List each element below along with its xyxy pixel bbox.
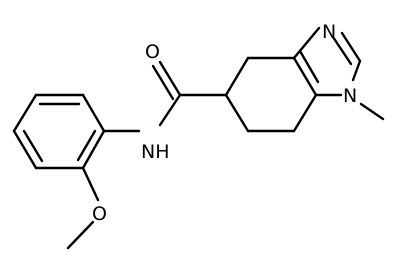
bond-ar1-ar2 [81, 93, 106, 133]
amide-nitrogen-label: NH [141, 141, 170, 163]
tetrahydro-ring [224, 56, 318, 133]
methoxyphenyl-ring [12, 93, 106, 170]
bond-ar4-ar5-inner [22, 129, 44, 163]
bond-ar6-ar1-inner [76, 129, 97, 162]
bond-ar3-ar4 [12, 93, 38, 133]
imidazole-n3-label: N [322, 21, 336, 43]
bond-carbonyl-o-outer [158, 60, 182, 97]
bond-c3a-c7a-inner [298, 49, 320, 84]
carbonyl-oxygen-label: O [145, 41, 160, 63]
bond-nh-carbonyl [158, 93, 182, 127]
methoxy-group: O [66, 166, 107, 250]
imidazole-n1-label: N [343, 85, 357, 107]
bond-n3-c2-inner [331, 35, 353, 66]
bond-c3a-c7a [292, 56, 318, 97]
bond-omethoxy-ch3 [66, 220, 95, 250]
amide-group: NH O [102, 41, 228, 163]
bond-c5-c4 [224, 56, 250, 97]
bond-ar4-ar5 [12, 129, 38, 170]
bond-c3a-n3 [292, 26, 321, 60]
bond-carbonyl-o-inner [151, 64, 175, 101]
bond-n1-methyl [359, 102, 385, 121]
bond-c7a-c7 [292, 93, 318, 133]
bond-ar6-ar1 [81, 129, 106, 170]
methoxy-oxygen-label: O [92, 203, 107, 225]
imidazole-ring: N N [292, 21, 385, 121]
bond-n3-c2 [340, 31, 362, 63]
bond-c6-c5 [224, 93, 250, 133]
bond-ar6-omethoxy [81, 166, 100, 202]
bond-c2-n1 [351, 59, 362, 82]
